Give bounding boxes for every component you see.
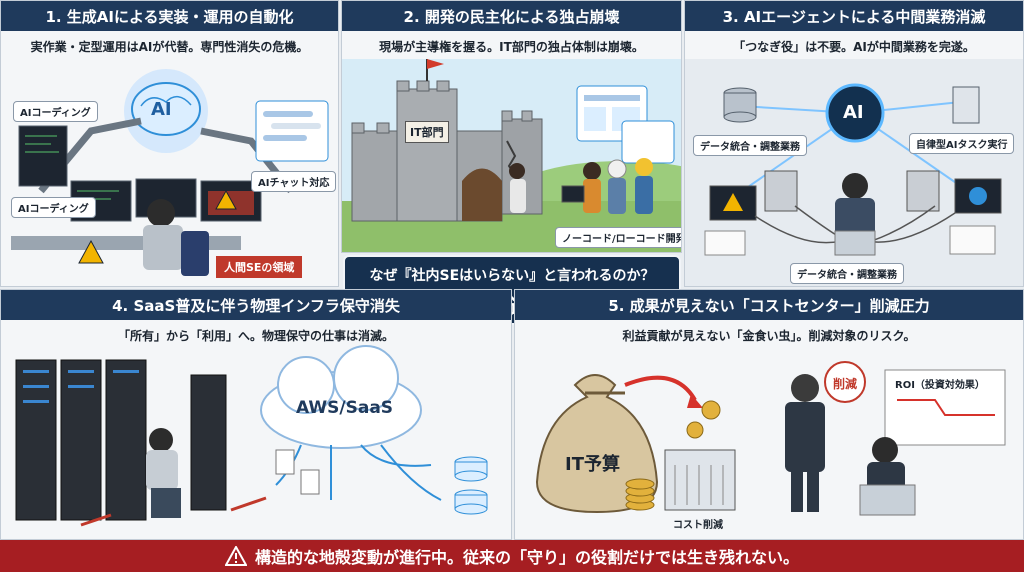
label-ai-coding-bottom: AIコーディング	[11, 197, 96, 218]
panel-genai-automation: 1. 生成AIによる実装・運用の自動化 実作業・定型運用はAIが代替。専門性消失…	[0, 0, 339, 287]
panel-ai-agents: 3. AIエージェントによる中間業務消滅 「つなぎ役」は不要。AIが中間業務を完…	[684, 0, 1024, 287]
ai-agent-illustration	[685, 59, 1023, 286]
panel-democratization: 2. 開発の民主化による独占崩壊 現場が主導権を握る。IT部門の独占体制は崩壊。	[341, 0, 682, 253]
infra-illustration	[15, 345, 488, 527]
label-autonomous-ai: 自律型AIタスク実行	[909, 133, 1015, 154]
cut-stamp: 削減	[833, 377, 858, 391]
ai-hub-label: AI	[843, 102, 864, 123]
panel-title: 4. SaaS普及に伴う物理インフラ保守消失	[1, 290, 511, 320]
panel-title: 2. 開発の民主化による独占崩壊	[342, 1, 681, 31]
label-nocode: ノーコード/ローコード開発	[555, 227, 681, 248]
panel-cost-center: 5. 成果が見えない「コストセンター」削減圧力 利益貢献が見えない「金食い虫」。…	[514, 289, 1024, 540]
warning-icon	[224, 546, 247, 566]
center-question: なぜ『社内SEはいらない』と言われるのか？	[369, 268, 655, 284]
panel-subtitle: 利益貢献が見えない「金食い虫」。削減対象のリスク。	[622, 329, 916, 343]
label-cost-cut: コスト削減	[673, 520, 723, 531]
ai-chip-label: AI	[151, 99, 172, 120]
footer-text: 構造的な地殻変動が進行中。従来の「守り」の役割だけでは生き残れない。	[254, 548, 799, 567]
label-data-integration-bottom: データ統合・調整業務	[790, 263, 904, 284]
castle-illustration	[342, 59, 681, 252]
panel-subtitle: 実作業・定型運用はAIが代替。専門性消失の危機。	[30, 40, 309, 54]
cost-illustration	[535, 361, 1006, 516]
panel-saas-infra: 4. SaaS普及に伴う物理インフラ保守消失 「所有」から「利用」へ。物理保守の…	[0, 289, 512, 540]
label-data-integration-top: データ統合・調整業務	[693, 135, 807, 156]
castle-sign: IT部門	[405, 121, 449, 143]
genai-illustration	[11, 69, 329, 276]
label-human-se-area: 人間SEの領域	[216, 256, 303, 278]
footer-banner: 構造的な地殻変動が進行中。従来の「守り」の役割だけでは生き残れない。	[0, 540, 1024, 572]
label-ai-coding-top: AIコーディング	[13, 101, 98, 122]
panel-title: 1. 生成AIによる実装・運用の自動化	[1, 1, 338, 31]
panel-title: 5. 成果が見えない「コストセンター」削減圧力	[515, 290, 1023, 320]
panel-title: 3. AIエージェントによる中間業務消滅	[685, 1, 1023, 31]
roi-label: ROI（投資対効果）	[895, 380, 985, 391]
label-ai-chat: AIチャット対応	[251, 171, 337, 192]
cloud-label: AWS/SaaS	[296, 398, 394, 418]
panel-subtitle: 「つなぎ役」は不要。AIが中間業務を完遂。	[733, 40, 975, 54]
panel-subtitle: 「所有」から「利用」へ。物理保守の仕事は消滅。	[117, 329, 394, 343]
panel-subtitle: 現場が主導権を握る。IT部門の独占体制は崩壊。	[379, 40, 644, 54]
budget-bag-label: IT予算	[565, 454, 620, 475]
